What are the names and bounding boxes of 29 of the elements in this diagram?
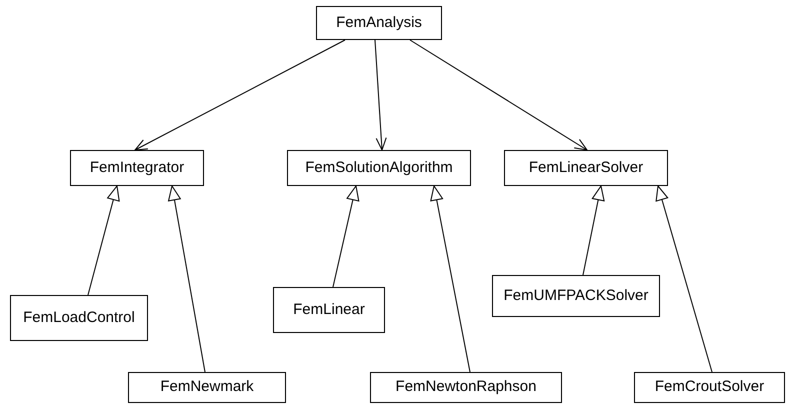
class-name: FemAnalysis [336,12,422,33]
class-name: FemNewtonRaphson [396,377,536,398]
class-name: FemUMFPACKSolver [504,286,648,306]
inheritance-arrow [88,186,120,296]
arrow [134,40,346,150]
class-box [370,372,562,403]
class-box [316,6,442,40]
class-box [273,287,385,333]
class-name: FemCroutSolver [654,377,764,398]
inheritance-arrow [582,186,605,276]
class-name: FemLinearSolver [528,158,644,178]
class-box [634,372,785,403]
class-name: FemLinear [293,300,365,320]
inheritance-arrow [656,186,712,372]
class-name: FemLoadControl [23,308,135,328]
class-box [504,150,668,186]
class-name: FemSolutionAlgorithm [305,158,453,178]
inheritance-arrow [332,186,360,288]
class-box [10,295,148,341]
class-name: FemNewmark [160,377,254,398]
class-box [128,372,286,403]
class-name: FemIntegrator [90,158,184,178]
class-box [492,275,660,317]
inheritance-arrow [430,186,470,372]
arrow [410,40,588,150]
arrow [374,40,387,150]
inheritance-arrow [168,186,206,372]
class-box [70,150,204,186]
class-box [287,150,471,186]
